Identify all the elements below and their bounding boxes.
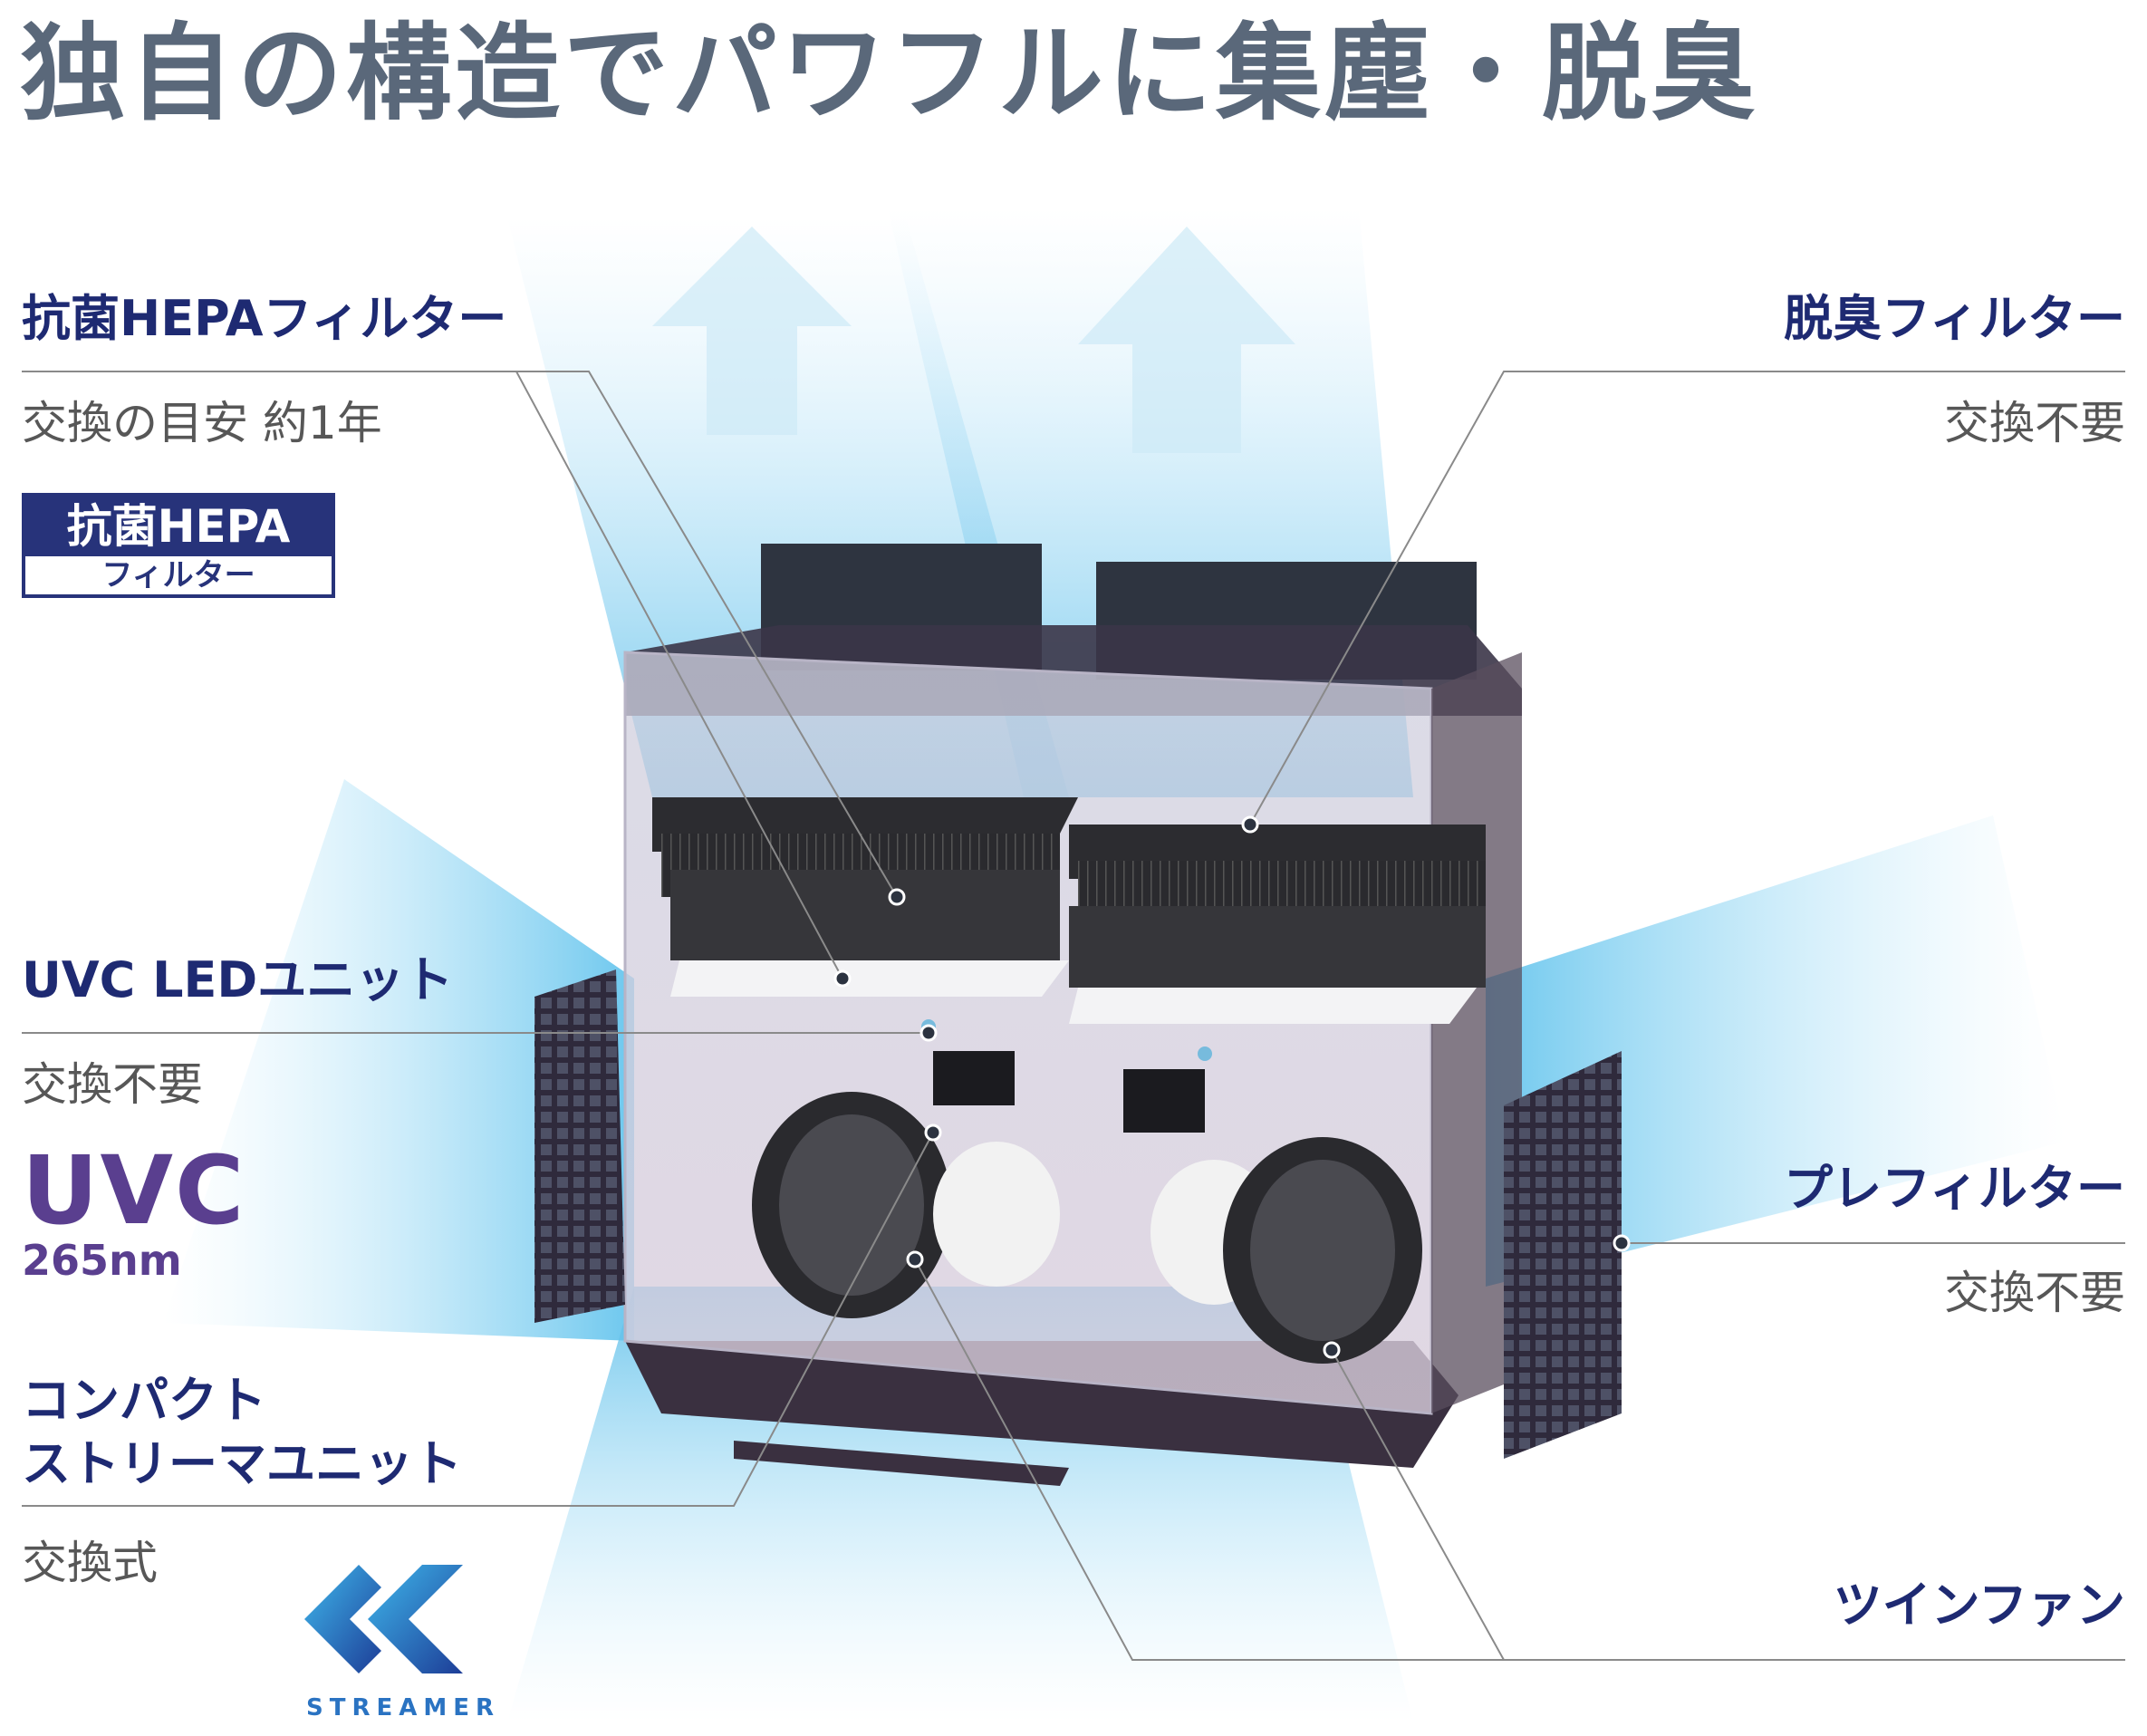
hepa-filter-label: 抗菌HEPAフィルター	[22, 290, 507, 347]
streamer-logo-text: STREAMER	[306, 1694, 501, 1722]
uvc-led-label: UVC LEDユニット	[22, 951, 454, 1008]
streamer-unit-note: 交換式	[22, 1537, 158, 1589]
uvc-badge-wavelength: 265nm	[22, 1236, 182, 1285]
uvc-badge-text: UVC	[22, 1135, 246, 1246]
twin-fan-label: ツインファン	[1833, 1577, 2125, 1634]
deodorize-filter-label: 脱臭フィルター	[1784, 290, 2125, 347]
streamer-unit-label-line1: コンパクト	[22, 1372, 266, 1429]
streamer-unit-label-line2: ストリーマユニット	[22, 1435, 462, 1492]
hepa-filter-note: 交換の目安 約1年	[22, 397, 382, 449]
deodorize-filter-note: 交換不要	[1944, 397, 2125, 449]
uvc-badge: UVC 265nm	[22, 1143, 246, 1281]
pre-filter-label: プレフィルター	[1784, 1160, 2125, 1217]
pre-filter-note: 交換不要	[1944, 1267, 2125, 1319]
hepa-badge-bottom: フィルター	[101, 557, 255, 593]
hepa-badge: 抗菌HEPA フィルター	[22, 493, 335, 598]
page-title: 独自の構造でパワフルに集塵・脱臭	[20, 13, 1759, 135]
uvc-led-note: 交換不要	[22, 1058, 203, 1111]
hepa-badge-top: 抗菌HEPA	[25, 497, 332, 556]
streamer-logo-icon	[304, 1565, 463, 1673]
